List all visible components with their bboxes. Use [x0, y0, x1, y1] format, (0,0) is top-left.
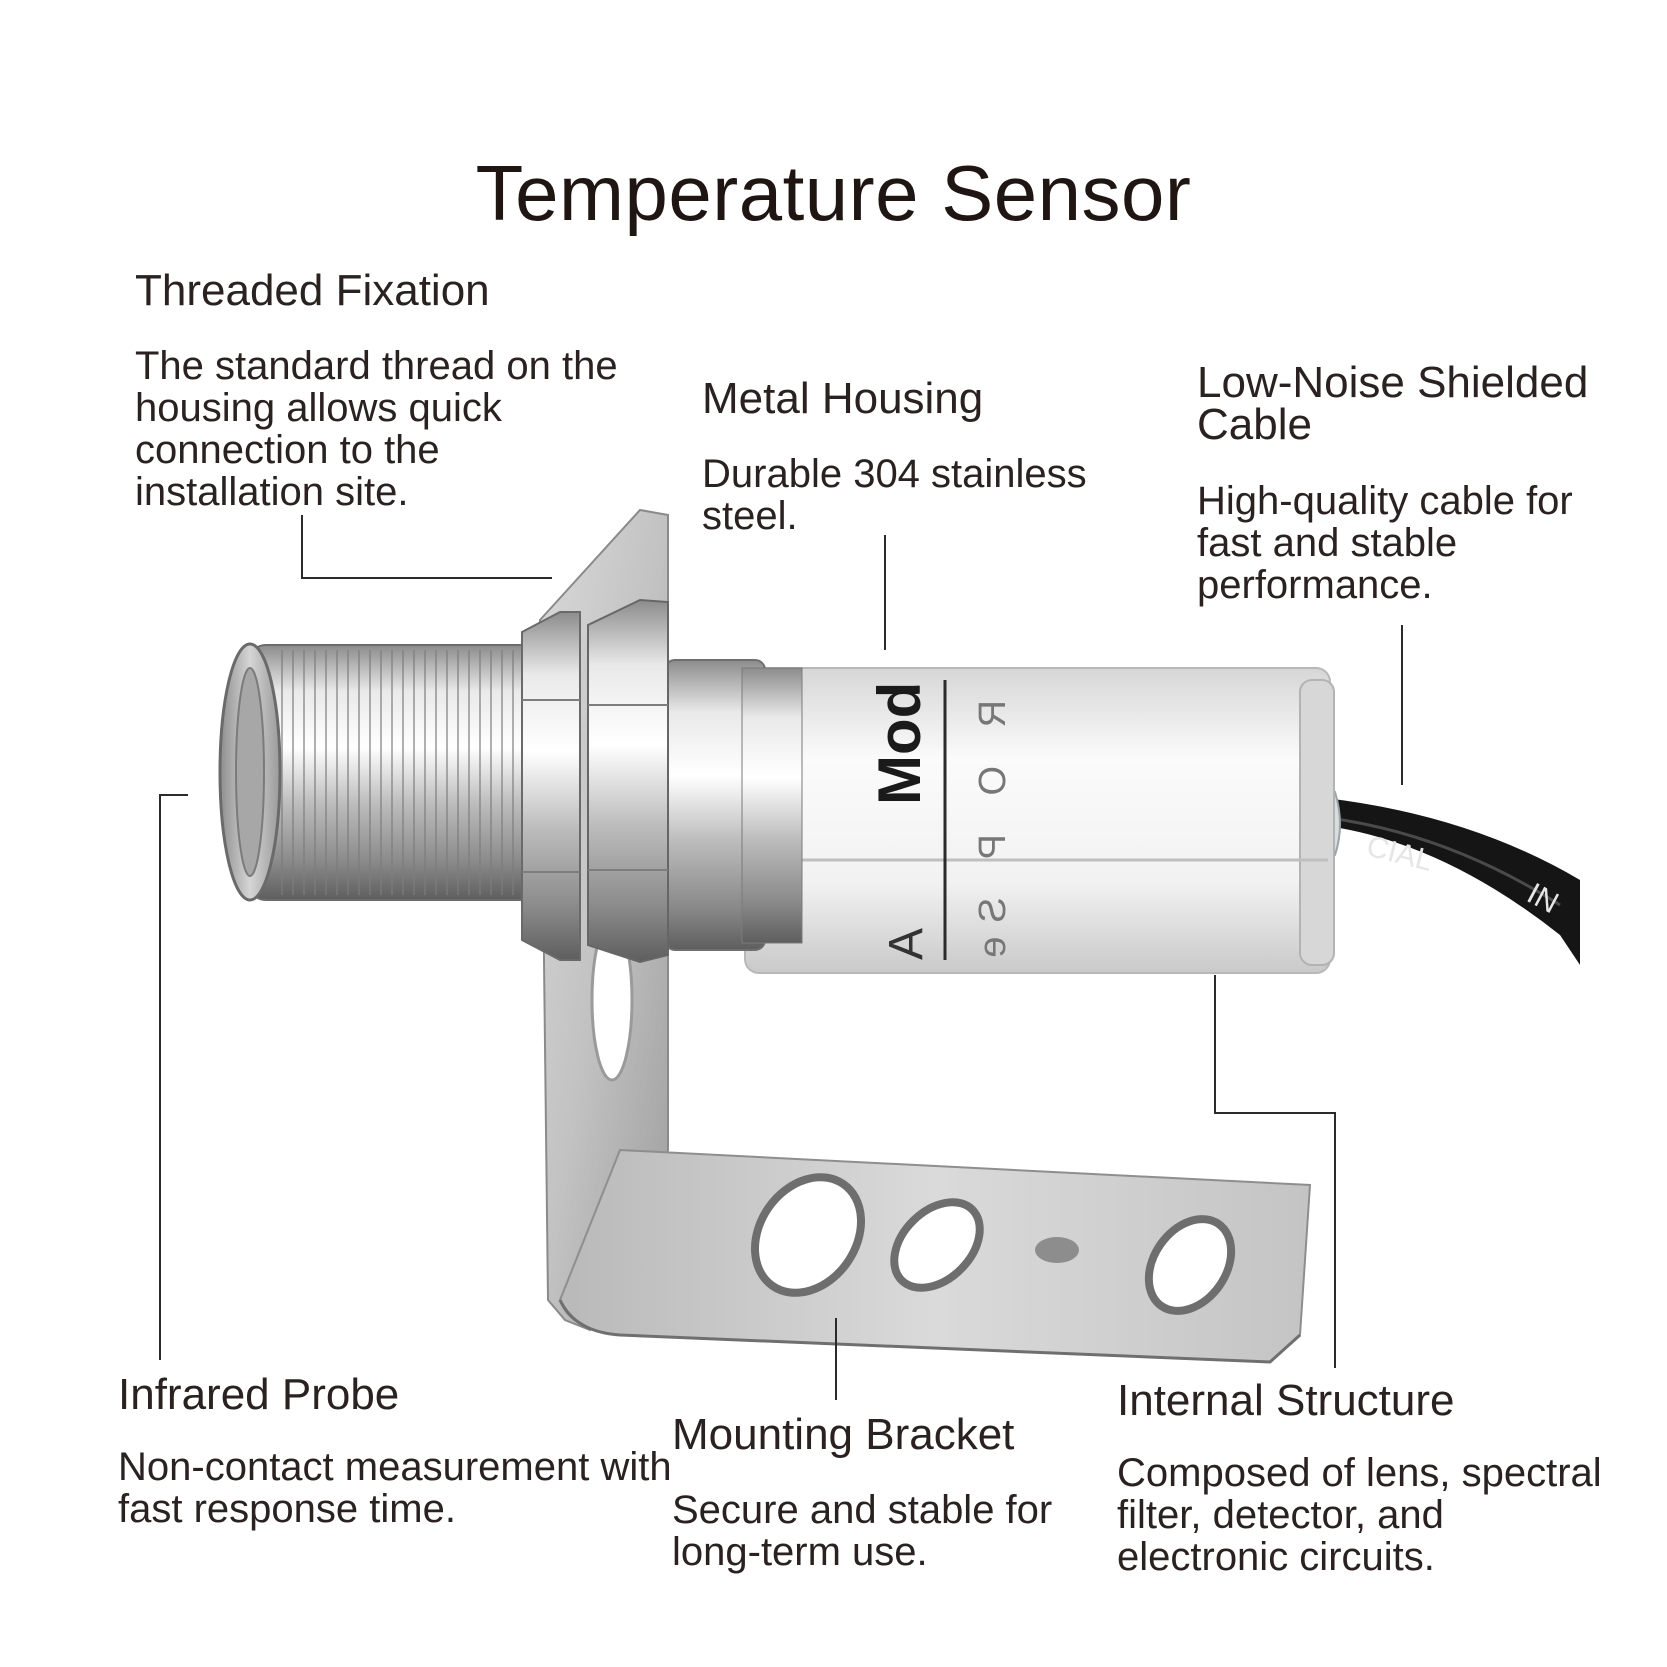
feature-description: Secure and stable for long-term use. [672, 1488, 1053, 1574]
feature-internal-structure: Internal Structure Composed of lens, spe… [1117, 1376, 1617, 1579]
feature-infrared-probe: Infrared Probe Non-contact measurement w… [118, 1370, 678, 1531]
page-title: Temperature Sensor [475, 149, 1192, 237]
leader-internal-structure [1214, 975, 1336, 1368]
feature-description: Non-contact measurement with fast respon… [118, 1445, 672, 1531]
leader-lines [159, 515, 1403, 1400]
bracket-slot-2 [890, 1198, 984, 1292]
label-model-text: Mod [866, 682, 933, 805]
feature-heading: Low-Noise Shielded Cable [1197, 358, 1589, 449]
label-side-glyphs: R O P Se [972, 700, 1014, 972]
feature-description: Durable 304 stainless steel. [702, 452, 1087, 538]
feature-threaded-fixation: Threaded Fixation The standard thread on… [135, 266, 635, 514]
feature-description: High-quality cable for fast and stable p… [1197, 479, 1573, 607]
bracket-base-plate [558, 1148, 1312, 1364]
feature-heading: Internal Structure [1117, 1376, 1455, 1425]
feature-shielded-cable: Low-Noise Shielded Cable High-quality ca… [1197, 358, 1597, 607]
feature-description: The standard thread on the housing allow… [135, 344, 618, 514]
feature-heading: Threaded Fixation [135, 266, 490, 315]
feature-description: Composed of lens, spectral filter, detec… [1117, 1451, 1602, 1579]
bracket-slot-3 [1144, 1215, 1236, 1315]
bracket-slot-1 [750, 1173, 866, 1297]
label-suffix-text: A [880, 928, 933, 960]
thread-lines [281, 650, 525, 895]
bracket-hole [1035, 1237, 1079, 1263]
threaded-barrel [218, 642, 539, 902]
feature-heading: Metal Housing [702, 374, 984, 423]
feature-heading: Infrared Probe [118, 1370, 400, 1419]
shielded-cable: CIAL IN [1306, 788, 1580, 965]
leader-infrared-probe [159, 794, 188, 1360]
sensor-body: Mod R O P Se A [744, 667, 1335, 974]
feature-heading: Mounting Bracket [672, 1410, 1015, 1459]
feature-mounting-bracket: Mounting Bracket Secure and stable for l… [672, 1410, 1112, 1574]
metal-housing [664, 659, 803, 951]
feature-metal-housing: Metal Housing Durable 304 stainless stee… [702, 374, 1162, 538]
hex-nut-rear [587, 598, 669, 964]
leader-threaded-fixation [301, 515, 552, 579]
hex-nut-front [521, 611, 581, 961]
